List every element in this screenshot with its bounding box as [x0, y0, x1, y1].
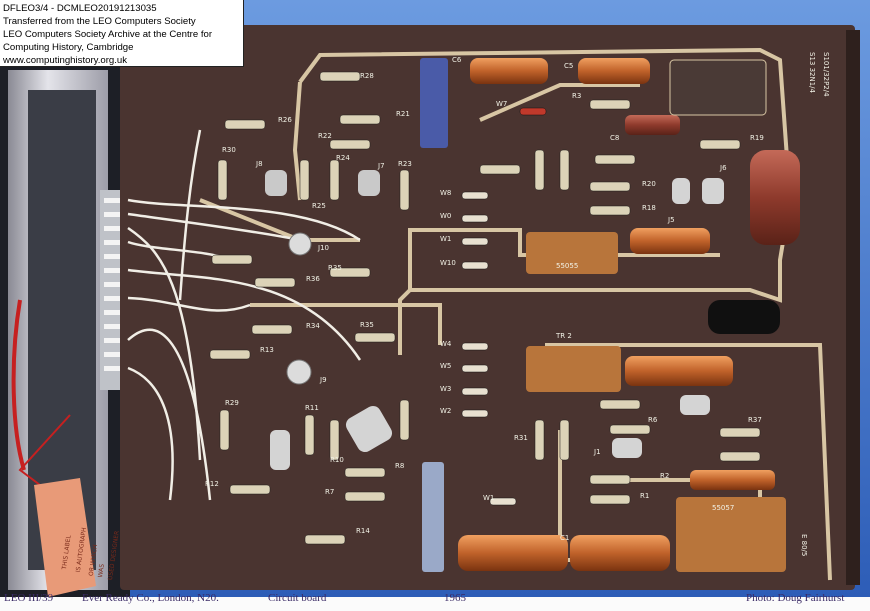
- label-s13: S13 32N1/4: [808, 52, 816, 94]
- archive-reference: DFLEO3/4 - DCMLEO20191213035: [3, 3, 157, 14]
- label-r21: R21: [396, 110, 410, 118]
- label-r29: R29: [225, 399, 239, 407]
- label-w4: W4: [440, 340, 452, 348]
- transformers: [420, 58, 786, 572]
- white-wires: [127, 129, 362, 501]
- label-w3: W3: [440, 385, 451, 393]
- label-r35-lower: R35: [360, 321, 374, 329]
- archive-location-line1: LEO Computers Society Archive at the Cen…: [3, 29, 213, 40]
- label-e80: E 80/5: [800, 534, 808, 556]
- label-r14: R14: [356, 527, 370, 535]
- caption-credit: Photo: Doug Fairhurst: [746, 592, 845, 604]
- diodes: [461, 107, 547, 506]
- label-c6: C6: [452, 56, 462, 64]
- tag-line1: THIS LABEL: [61, 534, 73, 571]
- label-r24: R24: [336, 154, 350, 162]
- label-r8: R8: [395, 462, 404, 470]
- label-j8: J8: [255, 160, 263, 168]
- label-r31: R31: [514, 434, 528, 442]
- red-string: [11, 299, 26, 471]
- label-w10b: W10: [440, 259, 456, 267]
- label-r34: R34: [306, 322, 320, 330]
- label-r2: R2: [660, 472, 669, 480]
- label-j10: J10: [317, 244, 329, 252]
- caption-year: 1965: [444, 592, 466, 604]
- label-t55057: 55057: [712, 504, 734, 512]
- label-r10: R10: [330, 456, 344, 464]
- label-r11: R11: [305, 404, 319, 412]
- label-r35-upper: R35: [328, 264, 342, 272]
- archive-transfer-note: Transferred from the LEO Computers Socie…: [3, 16, 196, 27]
- label-r20: R20: [642, 180, 656, 188]
- archive-location-line2: Computing History, Cambridge: [3, 42, 134, 53]
- label-r12: R12: [205, 480, 219, 488]
- tag-line4: WAS: [97, 563, 106, 578]
- caption-model: LEO III/39: [4, 592, 54, 604]
- label-w10a: W1: [440, 235, 451, 243]
- label-j9: J9: [319, 376, 327, 384]
- label-w1: W1: [483, 494, 494, 502]
- label-tr2: TR 2: [555, 332, 572, 340]
- label-r7: R7: [325, 488, 334, 496]
- label-r22: R22: [318, 132, 332, 140]
- silkscreen-labels: R28 R26 R21 R22 R24 R25 R23 R30 R36 R35 …: [205, 52, 830, 556]
- label-r23: R23: [398, 160, 412, 168]
- label-r28: R28: [360, 72, 374, 80]
- label-j7: J7: [377, 162, 385, 170]
- label-r18: R18: [642, 204, 656, 212]
- label-r26: R26: [278, 116, 292, 124]
- label-r37: R37: [748, 416, 762, 424]
- archive-info-box: DFLEO3/4 - DCMLEO20191213035 Transferred…: [0, 0, 244, 67]
- paper-tag: THIS LABEL IS AUTOGRAPH OR WHICH WAS USE…: [18, 414, 121, 597]
- label-r1: R1: [640, 492, 649, 500]
- label-w8: W8: [440, 189, 451, 197]
- label-tr-55055: 55055: [556, 262, 578, 270]
- label-j1: J1: [593, 448, 601, 456]
- label-r19: R19: [750, 134, 764, 142]
- circuit-board-photo: THIS LABEL IS AUTOGRAPH OR WHICH WAS USE…: [0, 0, 870, 597]
- label-s101: S101/32P2/4: [822, 52, 830, 97]
- tag-line3: OR WHICH: [88, 544, 99, 576]
- resistors: [209, 71, 761, 545]
- board-edge: [846, 30, 860, 585]
- label-c8: C8: [610, 134, 619, 142]
- label-j5: J5: [667, 216, 675, 224]
- label-r6: R6: [648, 416, 658, 424]
- caption-subject: Circuit board: [268, 592, 327, 604]
- label-w5: W5: [440, 362, 451, 370]
- capacitors: [458, 58, 800, 571]
- archive-website: www.computinghistory.org.uk: [3, 55, 128, 66]
- label-c5: C5: [564, 62, 573, 70]
- label-j6: J6: [719, 164, 727, 172]
- label-r30: R30: [222, 146, 236, 154]
- label-r3: R3: [572, 92, 581, 100]
- label-r13: R13: [260, 346, 274, 354]
- label-w7: W7: [496, 100, 507, 108]
- transistors: [265, 170, 724, 470]
- caption-maker: Ever Ready Co., London, N20.: [82, 592, 219, 604]
- label-r36: R36: [306, 275, 320, 283]
- label-w2: W2: [440, 407, 451, 415]
- label-r25: R25: [312, 202, 326, 210]
- label-c1: C1: [560, 534, 569, 542]
- label-w9: W0: [440, 212, 451, 220]
